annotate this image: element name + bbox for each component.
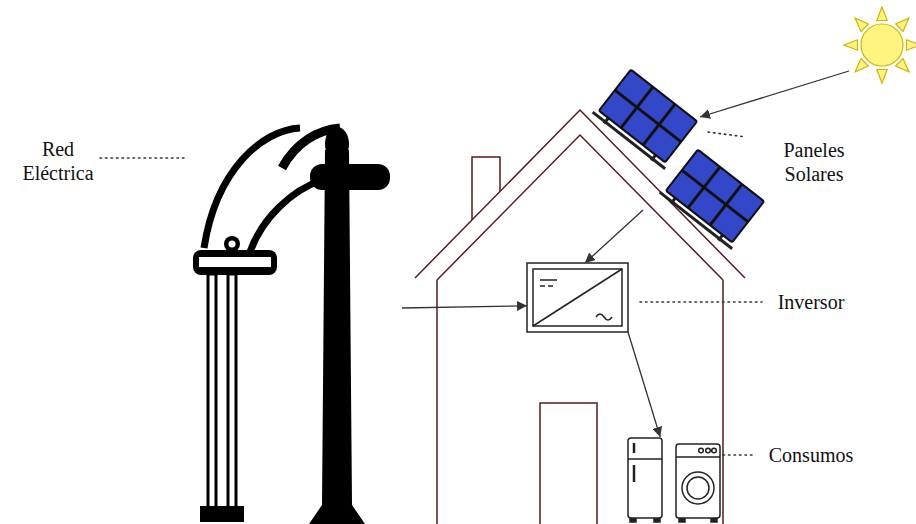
panel-grid <box>710 184 742 225</box>
transformer <box>193 250 277 275</box>
washer-knob <box>706 448 711 453</box>
sun-symbol <box>844 7 916 83</box>
dc-mark <box>540 279 557 281</box>
leader-line <box>708 132 746 137</box>
component-label: Inversor <box>766 290 856 314</box>
power-wire <box>204 128 300 248</box>
pole-leg <box>228 274 236 512</box>
fridge-body <box>628 438 662 518</box>
panel-grid <box>688 167 720 208</box>
ac-mark <box>596 314 612 320</box>
house-wall <box>722 280 724 524</box>
pole-crossarm <box>310 164 390 190</box>
inverter-symbol <box>527 263 628 332</box>
pole-main <box>309 150 365 524</box>
insulator <box>224 236 240 252</box>
washer-knob <box>699 448 704 453</box>
grid-pole-area: Red Eléctrica <box>190 120 402 520</box>
leader-line <box>723 454 754 456</box>
fridge-handle <box>633 465 636 482</box>
sun-ray <box>907 40 916 50</box>
appliance-area: Consumos <box>628 437 720 521</box>
sun-ray <box>896 18 909 31</box>
sun-ray <box>896 59 909 72</box>
panel-grid <box>643 104 675 145</box>
fridge-divider <box>628 458 662 460</box>
inverter-diagonal <box>533 269 622 326</box>
pole-base <box>200 506 244 522</box>
flow-arrow <box>628 332 660 437</box>
sun-ray <box>877 70 887 84</box>
inverter-area: Inversor <box>527 263 628 332</box>
fridge-handle <box>633 443 636 453</box>
solar-panel <box>658 147 767 250</box>
washer-panel <box>676 456 720 458</box>
washer-knob <box>712 448 717 453</box>
panel-grid <box>682 170 748 222</box>
house-wall <box>436 280 438 524</box>
pole-cap <box>325 127 349 161</box>
transformer-band <box>199 257 271 267</box>
component-label: Paneles Solares <box>768 138 860 186</box>
power-pole <box>193 127 390 524</box>
component-label: Consumos <box>756 443 866 467</box>
panel-bracket <box>671 198 675 204</box>
sun-ray <box>855 59 868 72</box>
power-wire <box>250 180 322 252</box>
solar-panel-area: Paneles Solares <box>610 80 750 210</box>
solar-panel <box>591 67 700 170</box>
dc-mark <box>548 285 553 287</box>
component-label: Red Eléctrica <box>8 137 108 185</box>
chimney <box>472 157 500 220</box>
panel-grid <box>615 90 681 142</box>
inverter-case <box>527 263 628 332</box>
flow-arrow <box>585 210 643 263</box>
sun-ray <box>855 18 868 31</box>
washer-door <box>682 472 714 504</box>
insulator <box>229 241 236 248</box>
sun-disc <box>861 24 903 66</box>
door <box>540 403 597 524</box>
panel-body <box>666 150 764 243</box>
appliances <box>628 438 720 522</box>
panel-grid <box>621 87 653 128</box>
pole-leg <box>208 274 216 512</box>
washer-body <box>676 444 720 518</box>
panel-body <box>599 70 697 163</box>
inverter-face <box>533 269 622 326</box>
panel-bracket <box>604 118 608 124</box>
panel-bracket <box>651 155 655 161</box>
sunlight-arrow <box>700 71 849 117</box>
leader-line <box>640 301 762 303</box>
washer-door <box>687 477 709 499</box>
sun-ray <box>844 40 858 50</box>
sun-ray <box>877 7 887 21</box>
dc-mark <box>540 285 545 287</box>
panel-bracket <box>718 235 722 241</box>
flow-arrow <box>402 306 527 308</box>
leader-line <box>100 157 186 159</box>
